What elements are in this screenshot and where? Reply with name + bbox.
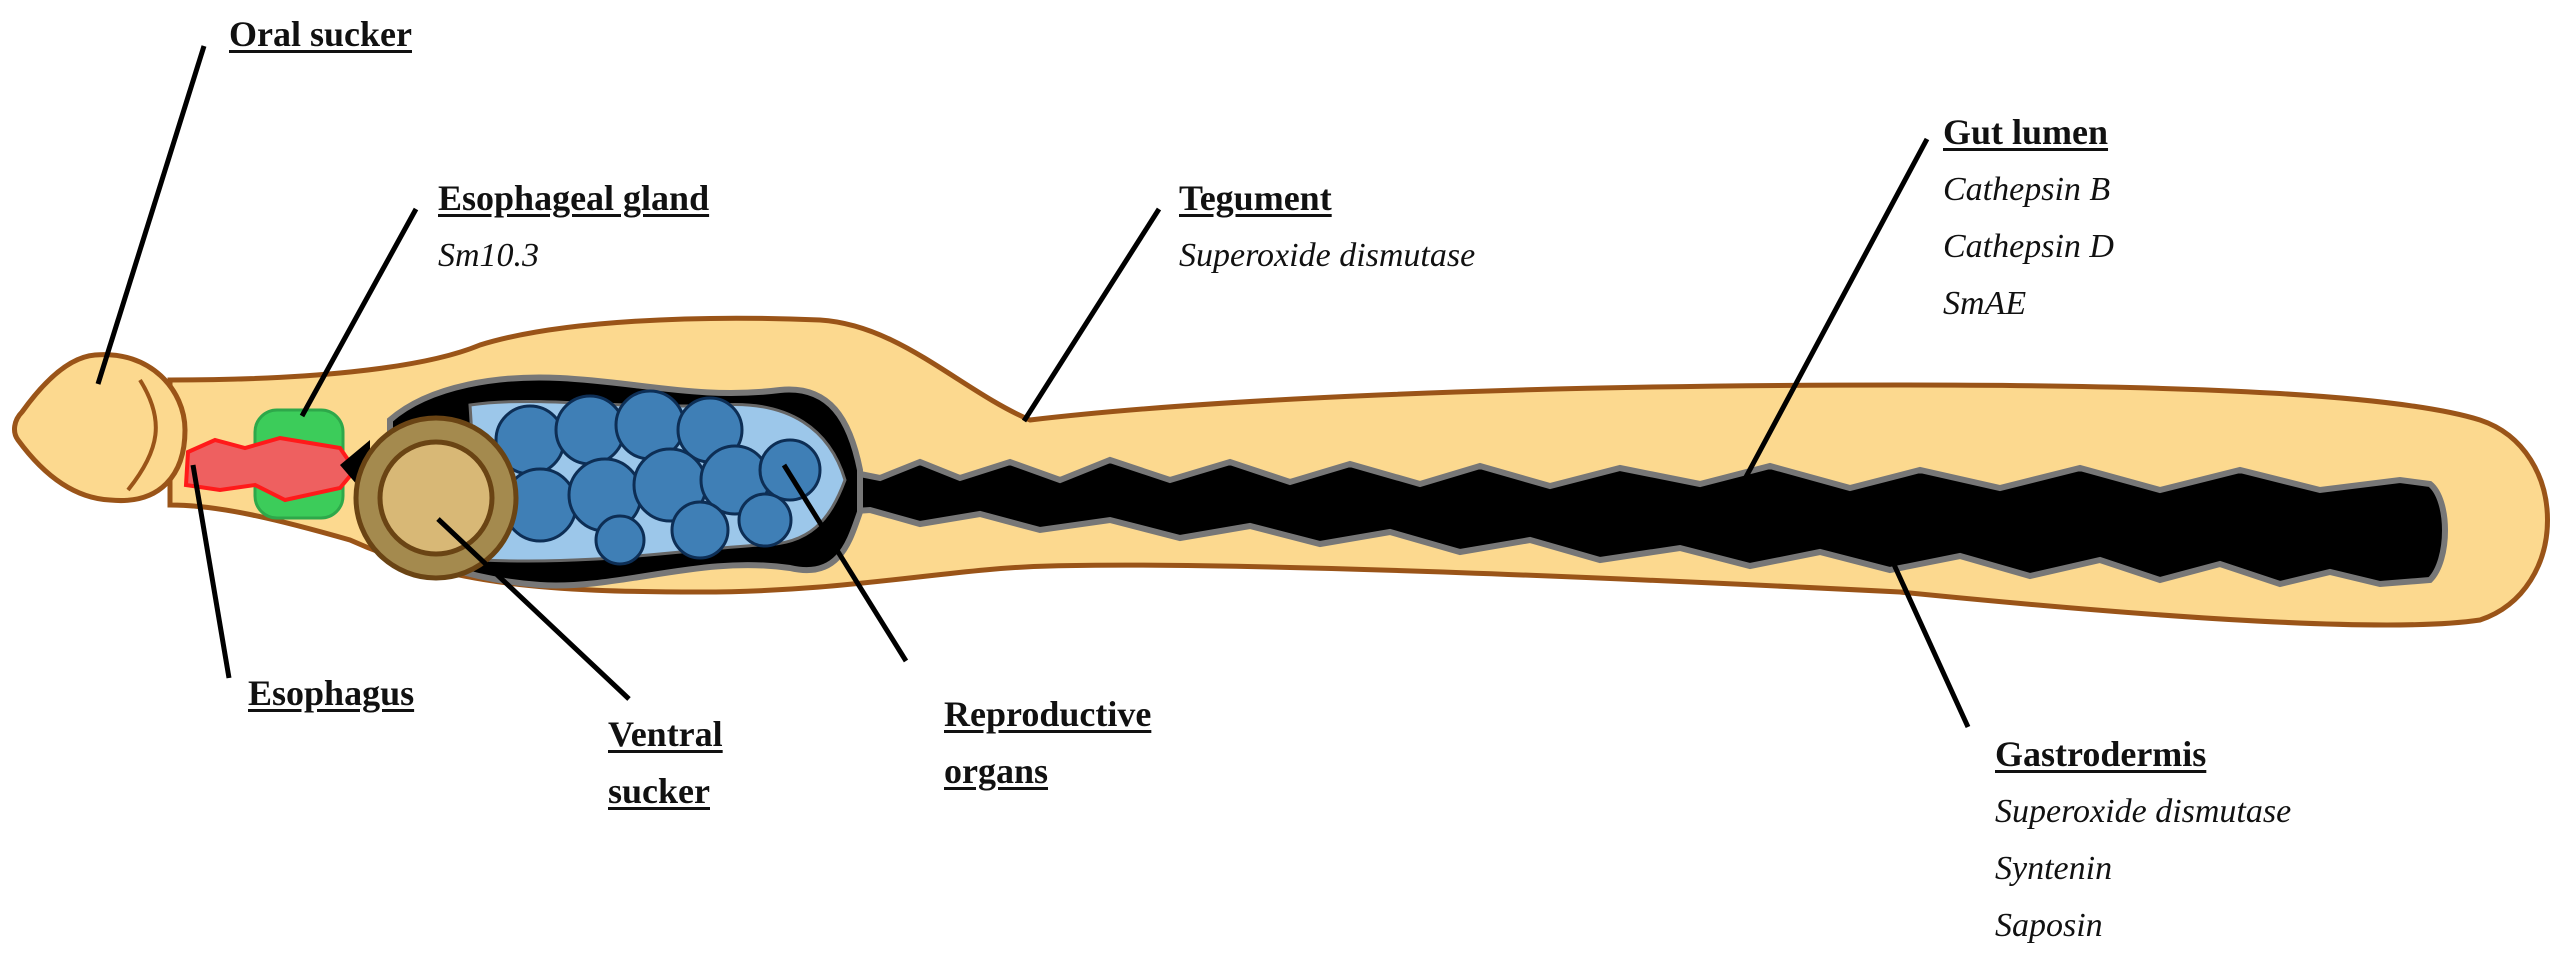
label-title: Tegument <box>1179 178 1332 218</box>
label-esophagus: Esophagus <box>248 665 414 722</box>
leader-esophageal-gland <box>299 207 419 418</box>
reproductive-organs-shape <box>494 389 822 566</box>
protein-item: Cathepsin B <box>1943 171 2111 208</box>
label-title: Esophagus <box>248 673 415 713</box>
label-esophageal-gland: Esophageal gland Sm10.3 <box>438 170 709 284</box>
label-tegument: Tegument Superoxide dismutase <box>1179 170 1475 284</box>
oral-sucker-rim <box>126 378 158 492</box>
protein-item: Cathepsin D <box>1943 228 2114 265</box>
label-gut-lumen: Gut lumen Cathepsin B Cathepsin D SmAE <box>1943 104 2114 332</box>
protein-item: Sm10.3 <box>438 237 540 274</box>
protein-item: Saposin <box>1995 907 2103 944</box>
label-oral-sucker: Oral sucker <box>229 6 412 63</box>
label-gastrodermis: Gastrodermis Superoxide dismutase Synten… <box>1995 726 2291 954</box>
gut-lumen-shape <box>837 456 2448 588</box>
label-title-line: sucker <box>608 771 710 811</box>
label-reproductive-organs: Reproductive organs <box>944 686 1151 800</box>
leader-oral-sucker <box>95 45 207 385</box>
label-title: Oral sucker <box>229 14 412 54</box>
oral-sucker-shape <box>12 352 188 504</box>
protein-item: SmAE <box>1943 285 2027 322</box>
leader-gut-lumen <box>1736 137 1930 492</box>
label-ventral-sucker: Ventral sucker <box>608 706 723 820</box>
protein-item: Superoxide dismutase <box>1179 237 1476 274</box>
protein-item: Syntenin <box>1995 850 2113 887</box>
esophagus-shape <box>183 435 358 503</box>
label-title: Gut lumen <box>1943 112 2109 152</box>
leader-reproductive-organs <box>781 463 909 663</box>
leader-tegument <box>1021 207 1162 423</box>
label-title: Gastrodermis <box>1995 734 2207 774</box>
leader-esophagus <box>190 464 232 679</box>
ventral-sucker-inner <box>377 439 495 557</box>
leader-ventral-sucker <box>436 517 631 701</box>
leader-gastrodermis <box>1883 545 1971 729</box>
protein-item: Superoxide dismutase <box>1995 793 2292 830</box>
label-title-line: Ventral <box>608 714 723 754</box>
label-title-line: Reproductive <box>944 694 1152 734</box>
leader-lines <box>95 45 1971 729</box>
label-title: Esophageal gland <box>438 178 710 218</box>
label-title-line: organs <box>944 751 1049 791</box>
